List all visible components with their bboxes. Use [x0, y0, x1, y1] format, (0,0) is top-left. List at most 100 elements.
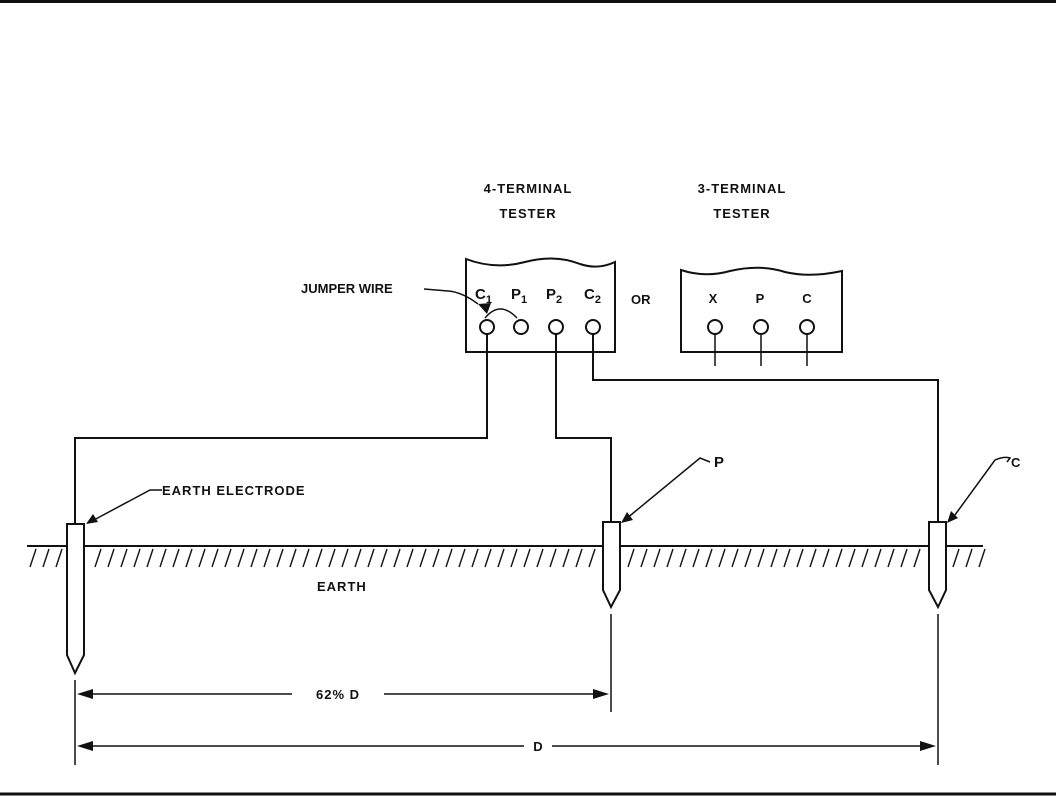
- ground-hatch-mark: [250, 548, 258, 568]
- dim-62-label: 62% D: [316, 687, 360, 702]
- tester4-terminal-labels: C1 P1 P2 C2: [475, 286, 601, 306]
- ground-hatch-mark: [705, 548, 713, 568]
- dim-62-arrow-right: [593, 689, 609, 699]
- ground-hatch-mark: [146, 548, 154, 568]
- tester3-box: [680, 266, 843, 353]
- probe-c-arrowhead: [947, 511, 958, 523]
- ground-hatch-mark: [172, 548, 180, 568]
- terminal-p-post: [753, 319, 769, 335]
- jumper-arrowhead: [478, 303, 491, 314]
- dim-d-arrow-left: [77, 741, 93, 751]
- ground-hatch-mark: [783, 548, 791, 568]
- ground-hatch-mark: [744, 548, 752, 568]
- ground-hatch-mark: [406, 548, 414, 568]
- tester4-box: [465, 257, 616, 353]
- ground-hatch-mark: [900, 548, 908, 568]
- ground-hatch-mark: [289, 548, 297, 568]
- ground-hatch-mark: [887, 548, 895, 568]
- ground-hatch-mark: [276, 548, 284, 568]
- probe-c-rod: [928, 521, 947, 610]
- ground-hatch-mark: [965, 548, 973, 568]
- ground-hatch-mark: [133, 548, 141, 568]
- earth-label: EARTH: [317, 579, 367, 594]
- terminal-c2-post: [585, 319, 601, 335]
- ground-hatch-mark: [341, 548, 349, 568]
- terminal-p1-label: P1: [511, 286, 527, 306]
- ground-hatch-mark: [653, 548, 661, 568]
- terminal-x-post: [707, 319, 723, 335]
- ground-hatch-mark: [354, 548, 362, 568]
- wire-p2-to-probe-p: [555, 334, 612, 524]
- terminal-p2-label: P2: [546, 286, 562, 306]
- ground-hatch-mark: [627, 548, 635, 568]
- ground-hatch-mark: [393, 548, 401, 568]
- probe-c-leader: [951, 456, 1012, 520]
- ground-hatch-mark: [263, 548, 271, 568]
- terminal-p2-post: [548, 319, 564, 335]
- ground-hatch-mark: [913, 548, 921, 568]
- ground-hatch-mark: [666, 548, 674, 568]
- wire-c1-to-electrode: [74, 334, 488, 524]
- ground-hatch-mark: [679, 548, 687, 568]
- terminal-x-label: X: [709, 291, 718, 306]
- ground-hatch-mark: [224, 548, 232, 568]
- probe-p-label: P: [714, 454, 724, 471]
- jumper-wire: [484, 308, 518, 319]
- ground-hatch-mark: [757, 548, 765, 568]
- earth-electrode-leader: [91, 489, 162, 522]
- dim-d-label: D: [533, 739, 542, 754]
- ground-hatch-mark: [770, 548, 778, 568]
- earth-electrode-rod: [66, 523, 85, 676]
- ground-hatch-mark: [445, 548, 453, 568]
- terminal-c2-label: C2: [584, 286, 601, 306]
- ground-hatch-mark: [185, 548, 193, 568]
- ground-hatch-mark: [978, 548, 986, 568]
- terminal-c1-label: C1: [475, 286, 492, 306]
- ground-hatch-mark: [796, 548, 804, 568]
- ground-hatch-mark: [640, 548, 648, 568]
- ground-hatch-mark: [107, 548, 115, 568]
- ground-hatch-mark: [718, 548, 726, 568]
- tester4-title-line1: 4-TERMINAL: [484, 181, 573, 196]
- ground-hatch-mark: [952, 548, 960, 568]
- ground-hatch-mark: [29, 548, 37, 568]
- tester4-title-line2: TESTER: [499, 206, 556, 221]
- ground-hatch-mark: [848, 548, 856, 568]
- dim-d-arrow-right: [920, 741, 936, 751]
- ground-hatch-mark: [510, 548, 518, 568]
- ground-hatch-mark: [536, 548, 544, 568]
- ground-hatch-mark: [367, 548, 375, 568]
- ground-hatch-mark: [237, 548, 245, 568]
- ground-hatch-mark: [575, 548, 583, 568]
- ground-hatch-mark: [458, 548, 466, 568]
- ground-hatch-mark: [94, 548, 102, 568]
- probe-c-label: C: [1011, 455, 1021, 470]
- earth-electrode-arrowhead: [86, 514, 98, 524]
- terminal-p1-post: [513, 319, 529, 335]
- ground-hatch-mark: [55, 548, 63, 568]
- ground-hatch-mark: [809, 548, 817, 568]
- ground-hatch-mark: [471, 548, 479, 568]
- ground-hatch-mark: [692, 548, 700, 568]
- ground-hatch-mark: [484, 548, 492, 568]
- ground-hatch-mark: [159, 548, 167, 568]
- dim-62-arrow-left: [77, 689, 93, 699]
- or-label: OR: [631, 292, 651, 307]
- ground-hatch-mark: [432, 548, 440, 568]
- tester3-posts: [707, 319, 815, 366]
- ground-hatching: [29, 548, 986, 568]
- ground-hatch-mark: [42, 548, 50, 568]
- ground-hatch-mark: [328, 548, 336, 568]
- ground-hatch-mark: [380, 548, 388, 568]
- terminal-p-label: P: [756, 291, 765, 306]
- ground-hatch-mark: [874, 548, 882, 568]
- probe-p-rod: [602, 521, 621, 610]
- jumper-wire-label: JUMPER WIRE: [301, 281, 393, 296]
- jumper-leader: [423, 288, 479, 305]
- ground-hatch-mark: [315, 548, 323, 568]
- ground-hatch-mark: [822, 548, 830, 568]
- probe-p-leader: [625, 457, 711, 520]
- tester3-title-line1: 3-TERMINAL: [698, 181, 787, 196]
- probe-p-arrowhead: [621, 512, 633, 523]
- ground-hatch-mark: [419, 548, 427, 568]
